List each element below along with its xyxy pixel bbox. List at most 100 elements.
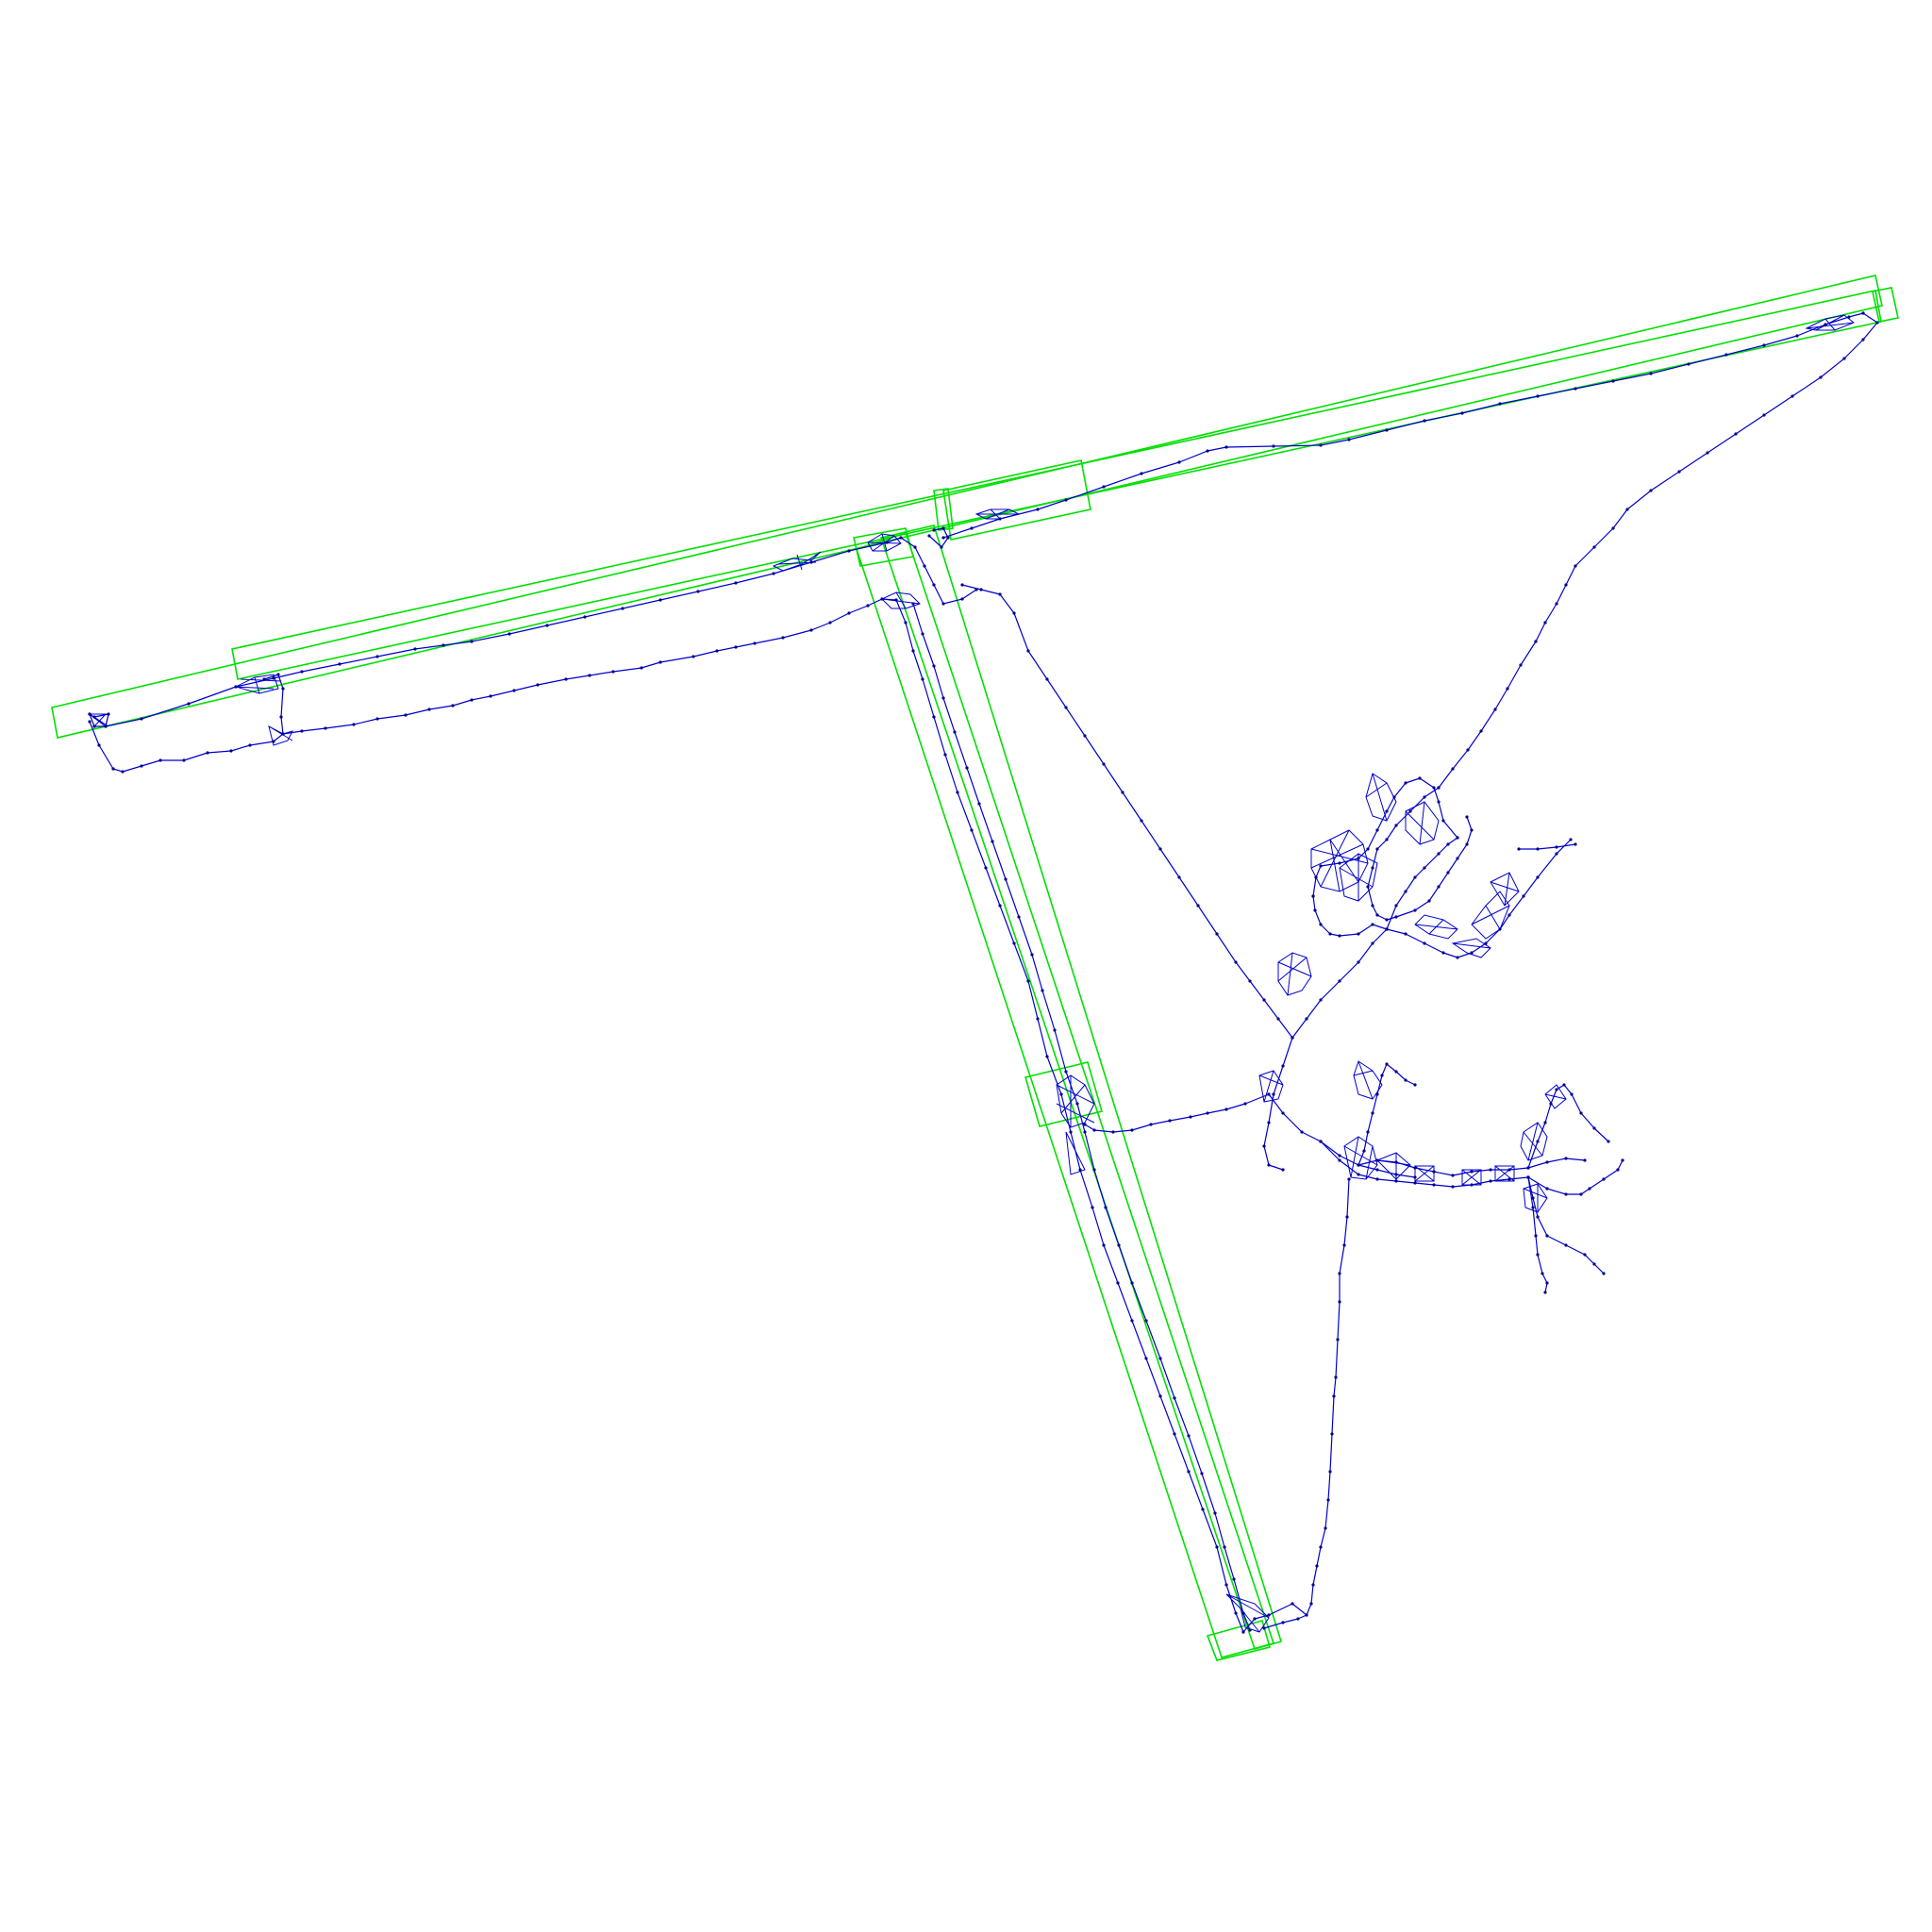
path-node — [1394, 1173, 1398, 1176]
path-node — [1404, 890, 1407, 893]
path-node — [1592, 545, 1596, 549]
path-node — [1543, 1121, 1547, 1124]
path-node — [1549, 1102, 1553, 1106]
path-node — [1315, 1564, 1319, 1568]
path-node — [97, 743, 101, 747]
path-node — [1092, 1168, 1096, 1172]
path-node — [1824, 323, 1827, 326]
path-node — [1017, 915, 1021, 919]
mesh-link — [1065, 1131, 1086, 1175]
path-node — [1611, 526, 1615, 530]
path-node — [1338, 979, 1341, 983]
path-node — [1536, 394, 1540, 398]
path-node — [1394, 824, 1398, 827]
path-node — [229, 749, 233, 753]
path-node — [588, 674, 591, 677]
path-node — [1534, 640, 1538, 643]
path-node — [1536, 1215, 1540, 1219]
path-node — [489, 694, 492, 698]
path-node — [1545, 1234, 1549, 1238]
path-node — [1451, 1185, 1455, 1189]
path-node — [1262, 1626, 1266, 1630]
path-node — [1332, 1394, 1336, 1398]
path-node — [753, 641, 757, 645]
runway-outlines — [51, 275, 1899, 1661]
path-node — [427, 708, 431, 711]
path-node — [1045, 1055, 1049, 1058]
path-node — [1413, 1166, 1417, 1170]
path-node — [734, 581, 738, 585]
path-node — [1423, 795, 1426, 799]
path-node — [781, 636, 785, 640]
path-node — [1446, 871, 1450, 874]
path-node — [1371, 923, 1374, 926]
path-node — [1267, 1163, 1271, 1167]
path-node — [913, 545, 917, 549]
runway-outline — [879, 525, 1283, 1650]
path-node — [1432, 1183, 1436, 1187]
path-node — [715, 649, 719, 653]
path-node — [1555, 845, 1558, 849]
path-node — [1149, 1123, 1153, 1126]
path-node — [1649, 372, 1653, 375]
path-node — [88, 712, 92, 716]
path-node — [1536, 875, 1540, 879]
mesh-link — [1258, 1070, 1284, 1103]
path-node — [1338, 1158, 1341, 1162]
path-edge — [1312, 895, 1388, 937]
path-node — [1300, 1130, 1304, 1134]
mesh-link — [1056, 1074, 1095, 1128]
path-node — [1385, 809, 1389, 813]
path-node — [470, 698, 474, 702]
path-node — [1196, 904, 1200, 908]
path-node — [1083, 1123, 1087, 1126]
path-node — [1616, 1168, 1620, 1172]
path-node — [1045, 677, 1049, 681]
path-node — [1173, 1432, 1176, 1436]
path-node — [1036, 508, 1040, 511]
path-node — [956, 791, 959, 794]
path-node — [1272, 444, 1275, 448]
runway-outline — [853, 527, 914, 567]
path-node — [1243, 1102, 1247, 1106]
path-node — [1437, 885, 1441, 889]
path-edge — [895, 599, 1244, 1633]
path-node — [1187, 1434, 1191, 1438]
path-edge — [1519, 843, 1576, 850]
path-node — [1413, 1181, 1417, 1185]
path-node — [1517, 847, 1521, 851]
path-node — [970, 828, 974, 832]
path-node — [1536, 1140, 1540, 1143]
path-node — [1224, 1583, 1228, 1587]
path-node — [1607, 1140, 1610, 1143]
path-node — [1338, 1300, 1341, 1304]
path-edge — [942, 312, 1864, 539]
path-node — [1579, 1111, 1583, 1115]
path-node — [1375, 828, 1379, 832]
path-node — [1357, 1173, 1360, 1176]
path-node — [940, 545, 943, 549]
path-node — [1130, 1319, 1134, 1323]
path-node — [1437, 786, 1441, 790]
path-node — [1762, 343, 1766, 347]
path-node — [1314, 875, 1318, 879]
path-node — [1338, 861, 1341, 865]
path-node — [1611, 379, 1615, 383]
path-node — [1724, 353, 1728, 357]
path-node — [953, 730, 957, 734]
path-node — [1394, 904, 1398, 908]
path-node — [300, 670, 304, 674]
path-node — [1404, 1078, 1407, 1082]
mesh-link — [1805, 314, 1855, 331]
path-node — [1291, 1602, 1294, 1606]
path-node — [262, 677, 266, 681]
path-node — [809, 560, 813, 564]
path-node — [1064, 1070, 1068, 1074]
path-node — [1484, 941, 1488, 945]
path-node — [1111, 1130, 1115, 1134]
path-node — [1102, 762, 1106, 766]
path-node — [1064, 498, 1068, 502]
path-node — [1366, 1130, 1370, 1134]
path-node — [1861, 338, 1865, 341]
mesh-link — [1310, 829, 1369, 892]
